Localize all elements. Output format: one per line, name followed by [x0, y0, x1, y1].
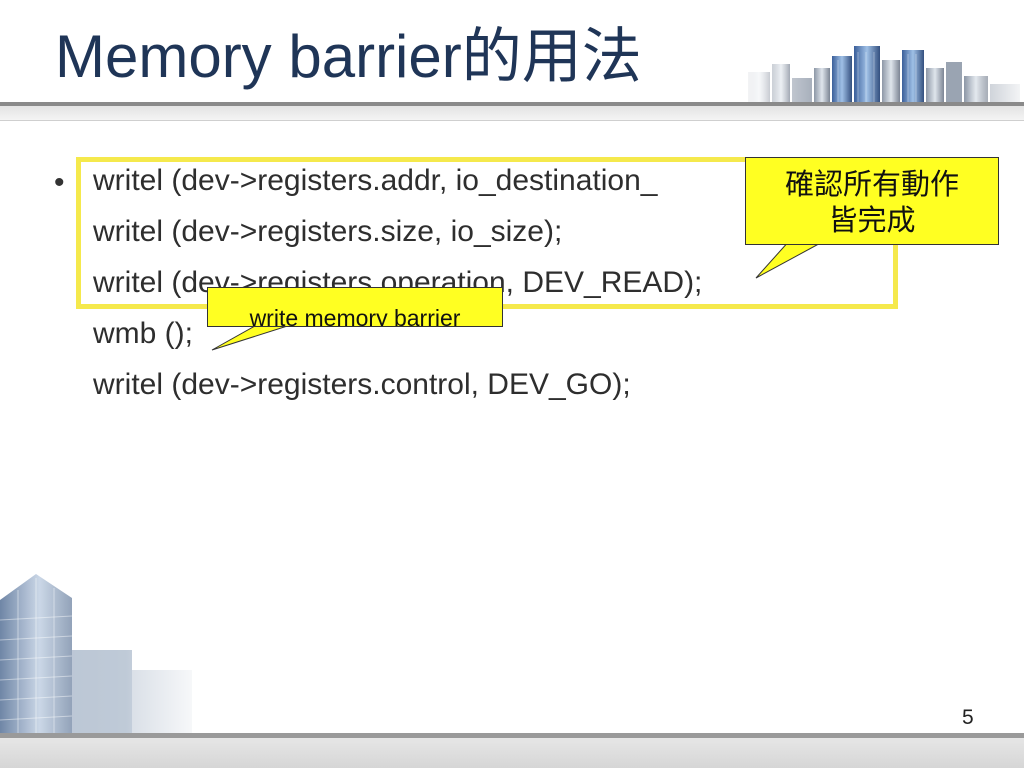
page-number: 5 [962, 706, 974, 729]
footer-rule [0, 733, 1024, 738]
callout-top-line-2: 皆完成 [828, 203, 916, 237]
header-rule [0, 102, 1024, 106]
code-line-2: writel (dev->registers.size, io_size); [93, 215, 563, 248]
header-band [0, 106, 1024, 121]
callout-bottom-text: write memory barrier [249, 305, 461, 327]
footer-band [0, 738, 1024, 768]
callout-top: 確認所有動作 皆完成 [745, 157, 999, 245]
city-skyline-icon [740, 38, 1024, 104]
bullet-dot: • [54, 166, 65, 199]
callout-top-line-1: 確認所有動作 [784, 167, 959, 201]
code-line-1: writel (dev->registers.addr, io_destinat… [93, 164, 658, 197]
slide-title: Memory barrier的用法 [55, 23, 642, 90]
callout-bottom: write memory barrier [207, 287, 503, 327]
skyscraper-icon [0, 560, 210, 738]
code-line-4: wmb (); [93, 317, 193, 350]
code-line-5: writel (dev->registers.control, DEV_GO); [93, 368, 631, 401]
